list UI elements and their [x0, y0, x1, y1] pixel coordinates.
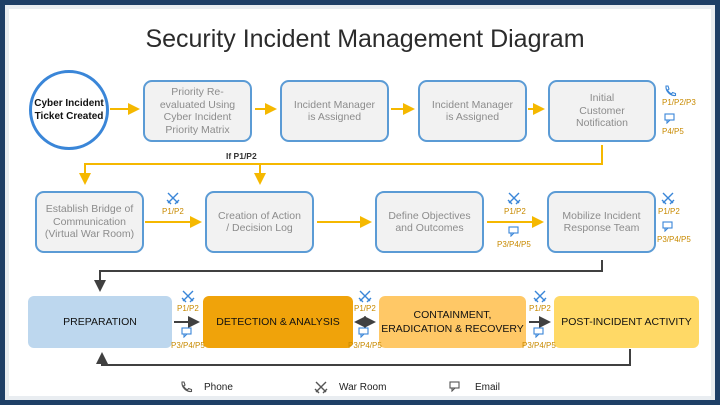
priority-label-p1-p2: P1/P2 [354, 304, 376, 313]
email-icon [664, 113, 675, 124]
legend-war-room-icon [314, 381, 328, 394]
priority-label-p3-p4-p5: P3/P4/P5 [522, 341, 556, 350]
war-room-icon [181, 290, 195, 303]
email-icon [181, 327, 192, 338]
priority-label-p1-p2-p3: P1/P2/P3 [662, 98, 696, 107]
condition-label: If P1/P2 [226, 151, 257, 161]
box-mobilize-response-team: Mobilize Incident Response Team [547, 191, 656, 253]
priority-label-p1-p2: P1/P2 [162, 207, 184, 216]
phase-preparation: PREPARATION [28, 296, 172, 348]
priority-label-p1-p2: P1/P2 [504, 207, 526, 216]
war-room-icon [533, 290, 547, 303]
email-icon [358, 327, 369, 338]
connector-layer [79, 103, 631, 366]
box-establish-bridge: Establish Bridge of Communication (Virtu… [35, 191, 144, 253]
arrow-mobilize-to-preparation [94, 260, 603, 292]
priority-label-p3-p4-p5: P3/P4/P5 [497, 240, 531, 249]
box-initial-customer-notification: Initial Customer Notification [548, 80, 656, 142]
phone-icon [665, 85, 677, 97]
war-room-icon [661, 192, 675, 205]
email-icon [662, 221, 673, 232]
phase-post-incident-activity: POST-INCIDENT ACTIVITY [554, 296, 699, 348]
priority-label-p1-p2: P1/P2 [177, 304, 199, 313]
arrow-notification-to-row2 [79, 145, 603, 185]
box-priority-reevaluated: Priority Re- evaluated Using Cyber Incid… [143, 80, 252, 142]
legend-war-room-label: War Room [339, 382, 387, 393]
war-room-icon [166, 192, 180, 205]
legend-phone-icon [181, 381, 193, 393]
priority-label-p1-p2: P1/P2 [529, 304, 551, 313]
box-action-decision-log: Creation of Action / Decision Log [205, 191, 314, 253]
arrow-post-to-preparation [96, 349, 631, 366]
start-node-ticket-created: Cyber Incident Ticket Created [29, 70, 109, 150]
priority-label-p1-p2: P1/P2 [658, 207, 680, 216]
box-define-objectives: Define Objectives and Outcomes [375, 191, 484, 253]
legend-phone-label: Phone [204, 382, 233, 393]
priority-label-p3-p4-p5: P3/P4/P5 [657, 235, 691, 244]
phase-detection-analysis: DETECTION & ANALYSIS [203, 296, 353, 348]
war-room-icon [507, 192, 521, 205]
legend-email-icon [449, 381, 460, 392]
email-icon [533, 327, 544, 338]
war-room-icon [358, 290, 372, 303]
diagram-title: Security Incident Management Diagram [145, 25, 585, 53]
phase-containment-eradication-recovery: CONTAINMENT, ERADICATION & RECOVERY [379, 296, 526, 348]
priority-label-p4-p5: P4/P5 [662, 127, 684, 136]
box-incident-manager-assigned-2: Incident Manager is Assigned [418, 80, 527, 142]
priority-label-p3-p4-p5: P3/P4/P5 [171, 341, 205, 350]
priority-label-p3-p4-p5: P3/P4/P5 [348, 341, 382, 350]
legend-email-label: Email [475, 382, 501, 393]
box-incident-manager-assigned-1: Incident Manager is Assigned [280, 80, 389, 142]
email-icon [508, 226, 519, 237]
